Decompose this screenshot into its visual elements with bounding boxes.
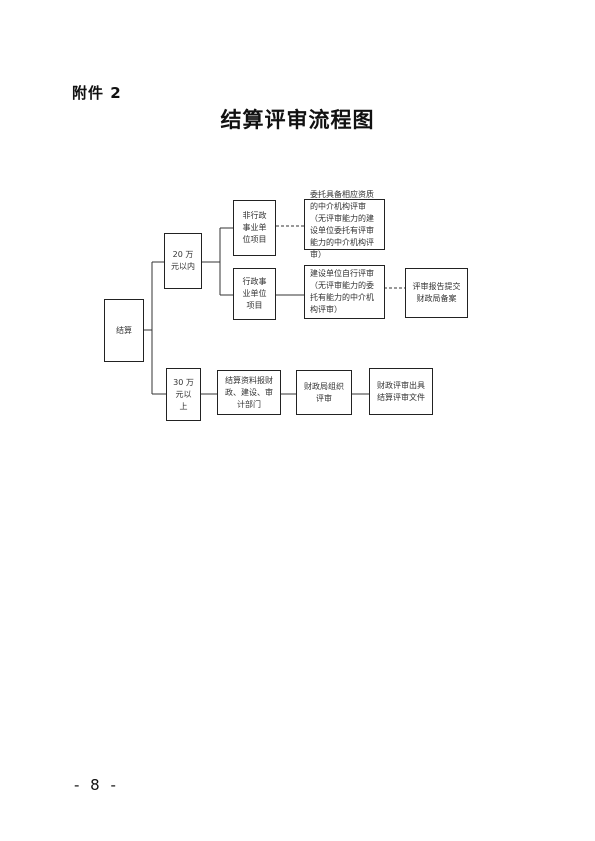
page-title: 结算评审流程图 bbox=[220, 107, 375, 132]
node-over-step3: 财政评审出具结算评审文件 bbox=[369, 368, 433, 415]
node-over-30w: 30 万元以上 bbox=[166, 368, 201, 421]
node-root: 结算 bbox=[104, 299, 144, 362]
node-under-20w: 20 万元以内 bbox=[164, 233, 202, 289]
attachment-label: 附件 2 bbox=[72, 84, 122, 102]
node-under-b-final: 评审报告提交财政局备案 bbox=[405, 268, 468, 318]
page-number: - 8 - bbox=[74, 776, 119, 794]
node-under-a-next: 委托具备相应资质的中介机构评审（无评审能力的建设单位委托有评审能力的中介机构评审… bbox=[304, 190, 385, 259]
node-under-b-next: 建设单位自行评审（无评审能力的委托有能力的中介机构评审） bbox=[304, 265, 385, 319]
node-under-a: 非行政事业单位项目 bbox=[233, 200, 276, 256]
node-over-step1: 结算资料报财政、建设、审计部门 bbox=[217, 370, 281, 415]
node-over-step2: 财政局组织评审 bbox=[296, 370, 352, 415]
node-under-b: 行政事业单位项目 bbox=[233, 268, 276, 320]
